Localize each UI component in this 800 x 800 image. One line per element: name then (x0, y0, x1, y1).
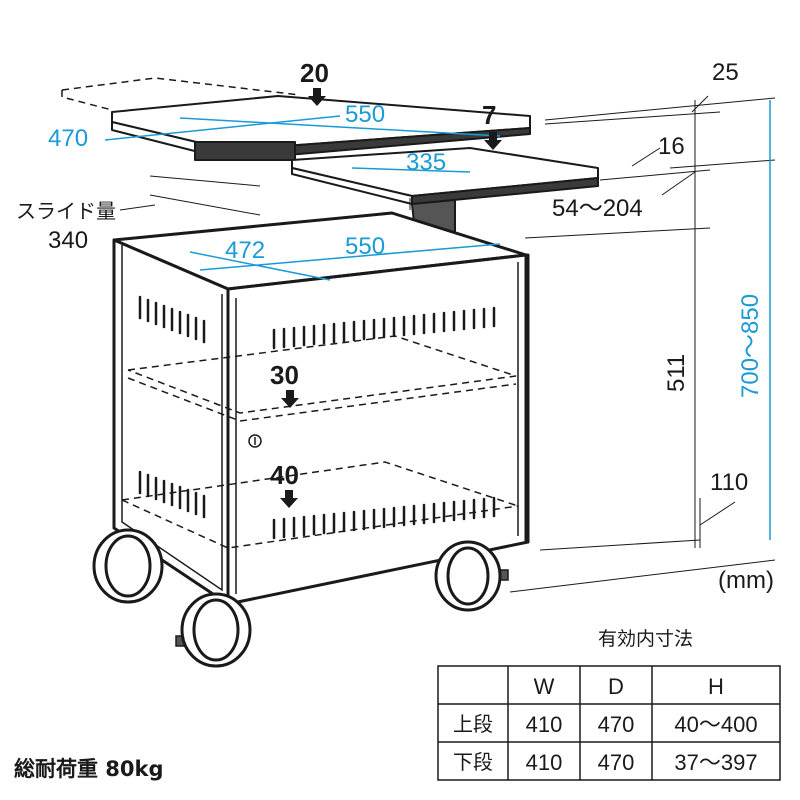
caster-back-right (434, 540, 509, 612)
dim-total-height: 700～850 (737, 294, 764, 398)
arrow-down-icon (484, 132, 502, 150)
table-title: 有効内寸法 (598, 628, 693, 650)
load-label-shelf-middle: 30 (270, 360, 299, 390)
table-header-w: W (534, 674, 555, 699)
slide-board-outline (61, 77, 301, 111)
dim-thickness-side: 16 (658, 133, 685, 160)
table-cell: 410 (526, 712, 563, 737)
load-label-top-right: 7 (482, 100, 496, 130)
caster-front-left (175, 592, 252, 668)
table-header-d: D (608, 674, 624, 699)
inner-dimension-table: W D H 上段 410 470 40～400 下段 410 470 37～39… (437, 665, 781, 781)
dim-body-depth: 472 (225, 237, 265, 264)
dim-caster-height: 110 (710, 469, 748, 496)
vent-left-lower (138, 470, 206, 519)
table-cell: 37～397 (674, 750, 757, 775)
vent-left-upper (138, 295, 206, 344)
cabinet-inner-edges (121, 245, 519, 594)
load-label-shelf-bottom: 40 (270, 460, 299, 490)
arrow-down-icon (280, 490, 298, 508)
unit-label: (mm) (718, 567, 774, 594)
caster-back-left (92, 528, 164, 604)
dim-side-height-range: 54～204 (552, 195, 643, 222)
table-header-h: H (708, 674, 724, 699)
dim-top-depth: 470 (48, 125, 88, 152)
table-cell: 470 (598, 712, 635, 737)
casters (92, 528, 509, 668)
load-arrows (280, 88, 502, 508)
table-cell: 470 (598, 750, 635, 775)
leader-lines-blue (104, 100, 771, 540)
table-cell: 410 (526, 750, 563, 775)
arrow-down-icon (281, 390, 299, 408)
arrow-down-icon (308, 88, 326, 106)
table-row-label-upper: 上段 (453, 712, 493, 736)
table-row-label-lower: 下段 (453, 750, 493, 774)
slide-amount-label: スライド量 (16, 199, 116, 223)
leader-lines-black (119, 95, 776, 593)
dim-top-width: 550 (345, 101, 385, 128)
load-label-top-left: 20 (300, 58, 329, 88)
dim-thickness-top: 25 (712, 59, 739, 86)
vent-front-upper (272, 306, 496, 350)
dim-body-height: 511 (663, 354, 690, 392)
table-cell: 40～400 (674, 712, 757, 737)
vent-slots (138, 295, 496, 540)
lock-icon (248, 434, 262, 448)
dim-side-width: 335 (406, 149, 446, 176)
slide-amount-value: 340 (48, 227, 88, 254)
dim-body-width: 550 (345, 233, 385, 260)
total-load-label: 総耐荷重 80kg (14, 757, 164, 781)
side-board (194, 141, 599, 233)
inner-shelves (121, 335, 519, 549)
